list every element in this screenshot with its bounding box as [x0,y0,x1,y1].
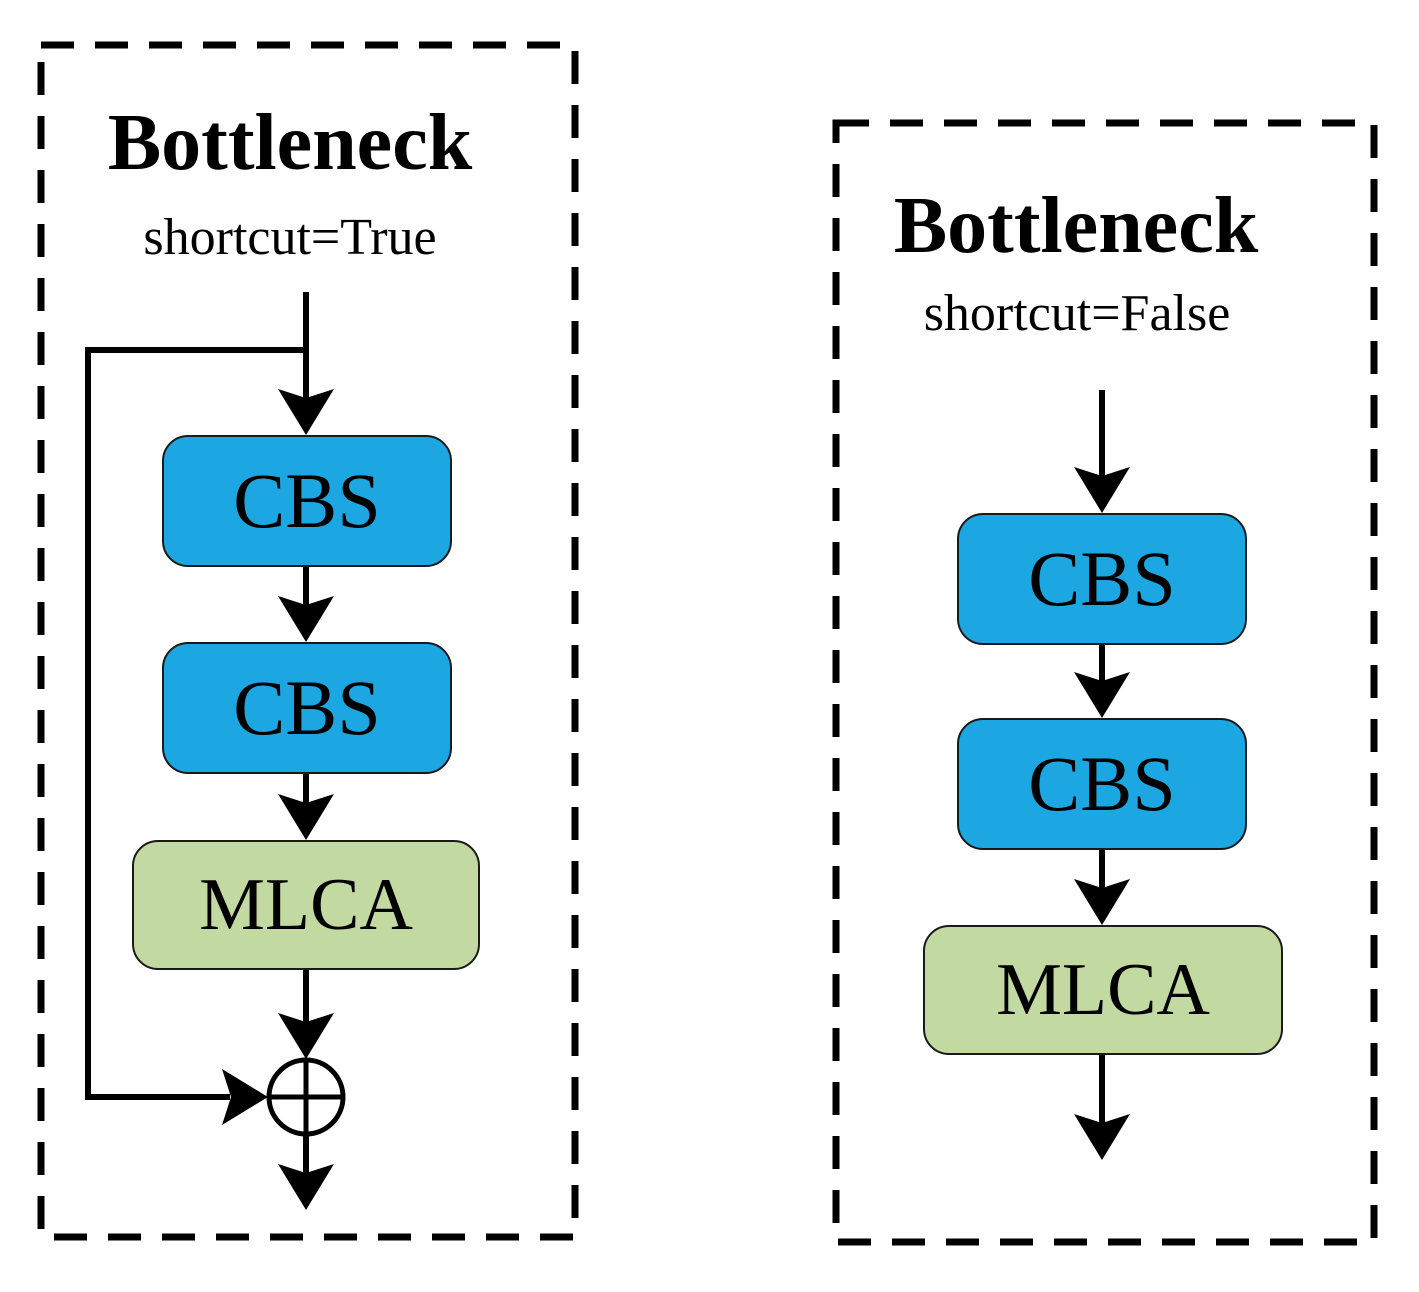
right-panel-dashed-border [832,119,1378,1246]
right-arrow-cbs1-cbs2 [1074,645,1130,718]
left-output-arrow [278,1134,334,1210]
add-operator-icon [266,1057,346,1137]
left-arrow-mlca-add [278,970,334,1059]
right-mlca-block: MLCA [923,925,1283,1055]
right-cbs-block-2: CBS [957,718,1247,850]
right-output-arrow [1074,1055,1130,1160]
left-arrow-cbs1-cbs2 [278,567,334,642]
right-input-arrow [1074,390,1130,513]
left-mlca-block: MLCA [132,840,480,970]
right-cbs-block-1: CBS [957,513,1247,645]
left-cbs-block-2: CBS [162,642,452,774]
left-shortcut-path [85,347,306,1125]
left-panel-title: Bottleneck [107,99,473,187]
right-arrow-cbs2-mlca [1074,850,1130,925]
right-panel-title: Bottleneck [893,182,1259,270]
left-arrow-cbs2-mlca [278,774,334,840]
left-cbs-block-1: CBS [162,435,452,567]
left-panel-subtitle: shortcut=True [143,209,437,266]
right-panel-subtitle: shortcut=False [923,285,1231,342]
left-input-arrow [278,292,334,435]
